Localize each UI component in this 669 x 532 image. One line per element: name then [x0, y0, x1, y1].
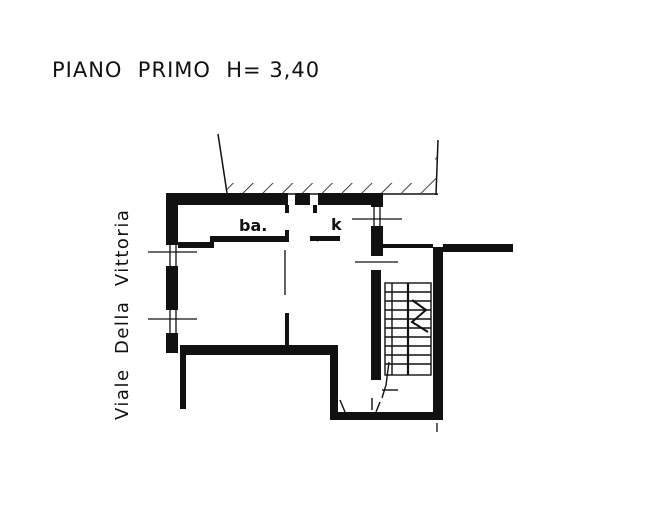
outer-walls [166, 193, 513, 420]
plan-title: PIANO PRIMO H= 3,40 [52, 58, 321, 82]
bathroom-label: ba. [239, 216, 268, 235]
staircase [339, 282, 432, 413]
windows [148, 205, 402, 334]
street-name-label: Viale Della Vittoria [112, 208, 133, 420]
kitchen-label: k [331, 215, 342, 234]
hatched-party-wall [217, 133, 439, 196]
door-marks [309, 236, 438, 432]
